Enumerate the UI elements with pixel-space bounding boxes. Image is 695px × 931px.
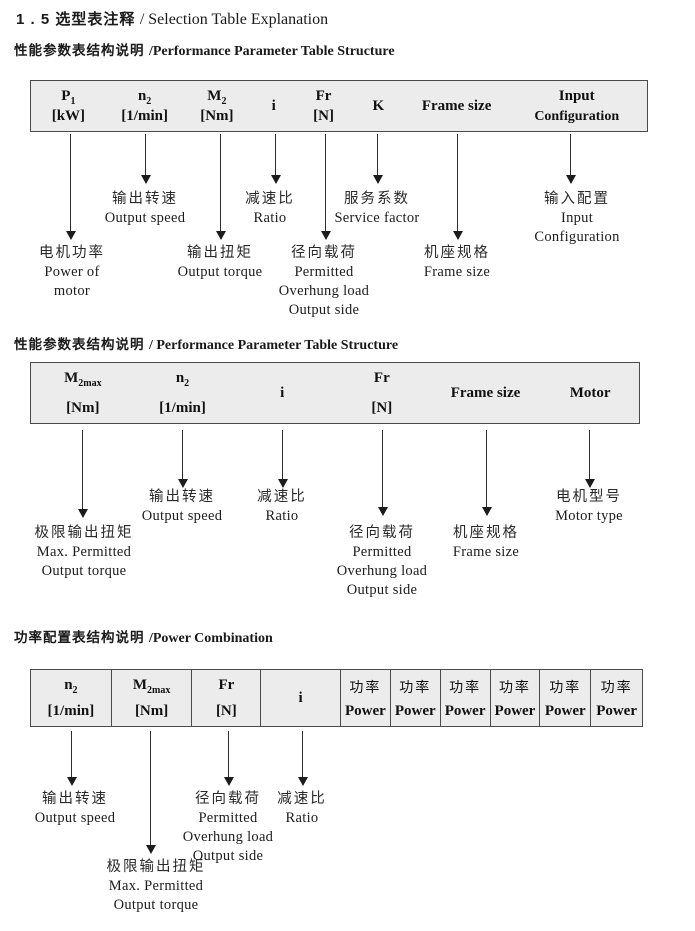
label-overhung-load: 径向载荷 Permitted Overhung load Output side [182,791,274,864]
label-output-speed: 输出转速 Output speed [104,191,186,226]
page-title-en: / Selection Table Explanation [139,11,329,28]
section1-heading: 性能参数表结构说明 /Performance Parameter Table S… [14,39,395,60]
down-arrow-fr [320,134,331,240]
label-max-output-torque: 极限输出扭矩 Max. Permitted Output torque [34,525,134,579]
col-fr: Fr [N] [313,88,334,124]
col-p1: P1 [kW] [51,88,86,124]
col-n2: n2 [1/min] [159,370,206,416]
section2-heading-zh: 性能参数表结构说明 [14,337,145,352]
power-combination-table: n2 [1/min] M2max [Nm] Fr [N] i 功率 Power … [30,669,643,727]
col-power-4: 功率 Power [491,670,541,726]
col-m2: M2 [Nm] [200,88,234,124]
col-power-1: 功率 Power [341,670,391,726]
down-arrow-fr [377,430,388,516]
col-input-configuration: Input Configuration [534,88,620,124]
label-motor-power: 电机功率 Power of motor [39,245,105,299]
section3-heading: 功率配置表结构说明 /Power Combination [14,626,273,647]
down-arrow-n2 [177,430,188,488]
section3-heading-zh: 功率配置表结构说明 [14,630,145,645]
down-arrow-k [372,134,383,184]
col-i: i [271,98,276,114]
col-fr: Fr [N] [192,670,262,726]
section2-heading-en: / Performance Parameter Table Structure [148,338,399,353]
label-output-speed: 输出转速 Output speed [141,489,223,524]
performance-table-1: P1 [kW] n2 [1/min] M2 [Nm] i Fr [N] K Fr… [30,80,648,132]
col-i: i [261,670,341,726]
section2-heading: 性能参数表结构说明 / Performance Parameter Table … [14,333,398,354]
col-n2: n2 [1/min] [31,670,112,726]
down-arrow-n2 [140,134,151,184]
label-max-output-torque: 极限输出扭矩 Max. Permitted Output torque [106,859,206,913]
down-arrow-i [270,134,281,184]
col-power-5: 功率 Power [540,670,592,726]
down-arrow-m2 [215,134,226,240]
down-arrow-motor [584,430,595,488]
label-motor-type: 电机型号 Motor type [555,489,623,524]
section1-heading-zh: 性能参数表结构说明 [14,43,145,58]
performance-table-2: M2max [Nm] n2 [1/min] i Fr [N] Frame siz… [30,362,640,424]
down-arrow-frame-size [481,430,492,516]
col-m2max: M2max [Nm] [64,370,102,416]
label-input-configuration: 输入配置 Input Configuration [534,191,620,245]
label-service-factor: 服务系数 Service factor [334,191,420,226]
down-arrow-m2max [77,430,88,518]
col-power-6: 功率 Power [596,679,637,719]
label-output-speed: 输出转速 Output speed [34,791,116,826]
down-arrow-fr [223,731,234,786]
col-frame-size: Frame size [450,385,521,401]
down-arrow-input-config [565,134,576,184]
col-motor: Motor [569,385,611,401]
down-arrow-m2max [145,731,156,854]
down-arrow-p1 [65,134,76,240]
label-overhung-load: 径向载荷 Permitted Overhung load Output side [278,245,370,318]
label-frame-size: 机座规格 Frame size [452,525,520,560]
down-arrow-n2 [66,731,77,786]
down-arrow-i [297,731,308,786]
label-overhung-load: 径向载荷 Permitted Overhung load Output side [336,525,428,598]
page-title: 1 . 5 选型表注释 / Selection Table Explanatio… [16,8,328,29]
label-ratio: 减速比 Ratio [257,489,307,524]
label-frame-size: 机座规格 Frame size [423,245,491,280]
down-arrow-frame-size [452,134,463,240]
col-k: K [372,98,385,114]
col-fr: Fr [N] [371,370,393,416]
col-i: i [280,385,285,401]
label-ratio: 减速比 Ratio [277,791,327,826]
col-n2: n2 [1/min] [121,88,168,124]
label-ratio: 减速比 Ratio [245,191,295,226]
page-title-zh: 1 . 5 选型表注释 [16,11,136,28]
down-arrow-i [277,430,288,488]
col-frame-size: Frame size [421,98,492,114]
col-power-2: 功率 Power [391,670,441,726]
col-power-3: 功率 Power [441,670,491,726]
section1-heading-en: /Performance Parameter Table Structure [148,44,395,59]
col-m2max: M2max [Nm] [112,670,193,726]
section3-heading-en: /Power Combination [148,631,273,646]
label-output-torque: 输出扭矩 Output torque [177,245,263,280]
